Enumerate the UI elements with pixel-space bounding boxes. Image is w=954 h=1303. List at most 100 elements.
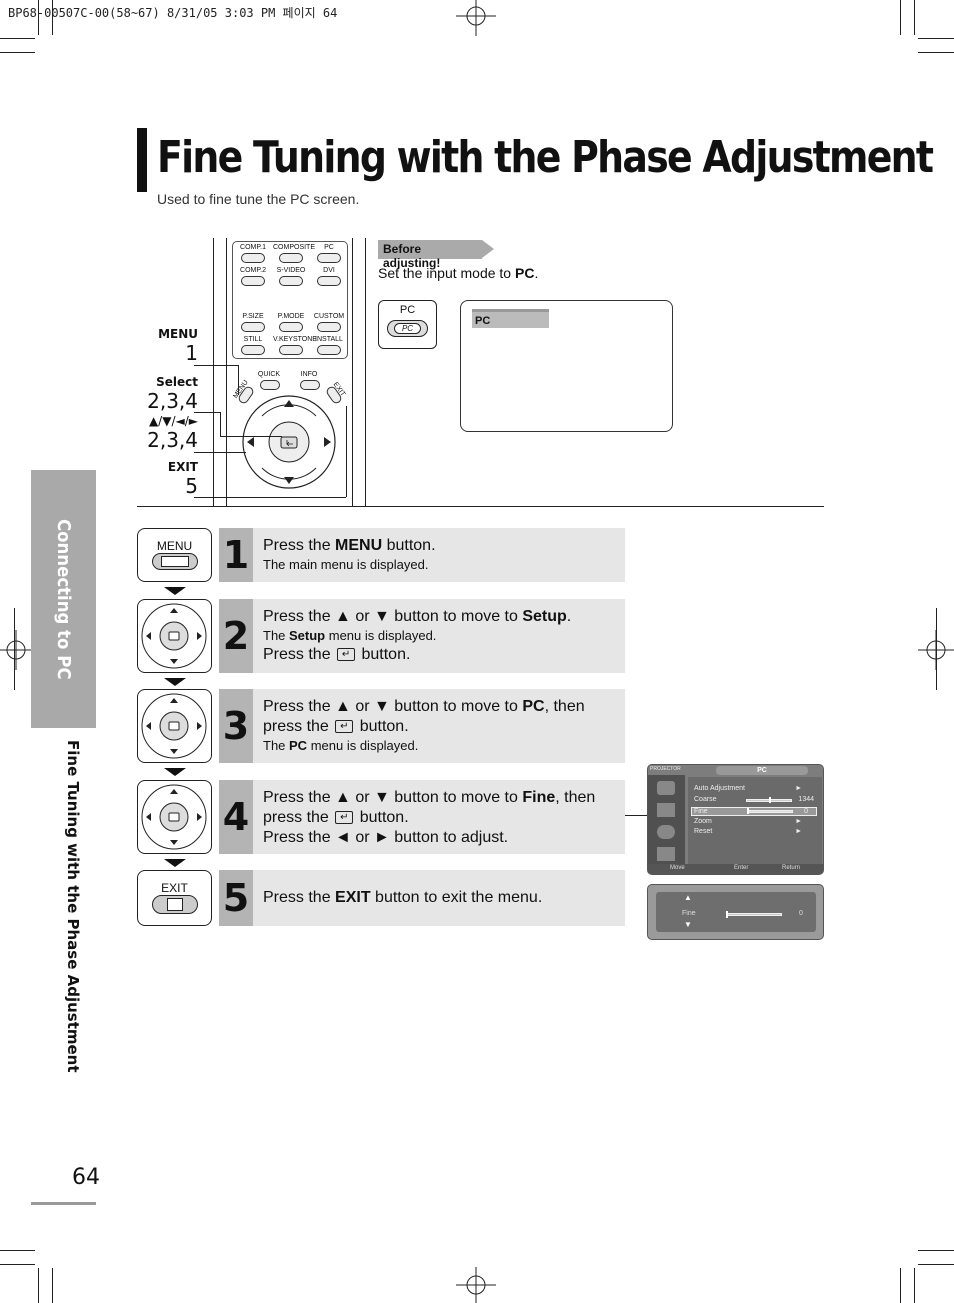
before-text-suffix: . bbox=[534, 265, 539, 281]
step4-enter-text: press the bbox=[263, 809, 334, 826]
step1-key-label: MENU bbox=[156, 539, 193, 553]
osd-footer: Move Enter Return bbox=[648, 864, 823, 874]
osd-slider-label: Fine bbox=[682, 910, 696, 917]
key-svideo-label: S-VIDEO bbox=[276, 267, 306, 274]
callout-exit-label: EXIT bbox=[167, 460, 198, 474]
step2-key-illustration bbox=[137, 599, 212, 673]
step1-note: The main menu is displayed. bbox=[263, 557, 429, 572]
remote-keypad: COMP.1 COMPOSITE PC COMP.2 S-VIDEO DVI P… bbox=[232, 241, 348, 359]
callout-arrows-steps: 2,3,4 bbox=[147, 428, 198, 452]
step3-enter-text: press the bbox=[263, 718, 334, 735]
crop-mark bbox=[900, 0, 901, 35]
leader-line bbox=[194, 452, 246, 453]
crop-mark bbox=[0, 38, 35, 39]
crop-mark bbox=[918, 52, 954, 53]
pc-key-illustration: PC PC bbox=[378, 300, 437, 349]
key-info-label: INFO bbox=[300, 371, 318, 378]
section-divider bbox=[137, 506, 824, 507]
leader-line bbox=[220, 436, 282, 437]
crop-mark bbox=[52, 1268, 53, 1303]
osd-item-reset: Reset► bbox=[694, 828, 810, 835]
key-custom bbox=[317, 322, 341, 332]
step2-enter-text: Press the bbox=[263, 646, 336, 663]
callout-menu-label: MENU bbox=[158, 327, 198, 341]
osd-item-label: Zoom bbox=[694, 818, 712, 825]
step4-text: Press the ▲ or ▼ button to move to bbox=[263, 789, 523, 806]
crop-mark bbox=[918, 1264, 954, 1265]
crop-mark bbox=[14, 608, 15, 690]
step2-bold: Setup bbox=[522, 608, 567, 625]
step4-number: 4 bbox=[219, 780, 253, 854]
pc-key-label: PC bbox=[399, 304, 416, 316]
setup-icon bbox=[657, 825, 675, 839]
step4-key-illustration bbox=[137, 780, 212, 854]
osd-item-label: Auto Adjustment bbox=[694, 785, 745, 792]
osd-item-auto: Auto Adjustment► bbox=[694, 785, 810, 792]
step5-number: 5 bbox=[219, 870, 253, 926]
osd-item-zoom: Zoom ► bbox=[694, 818, 810, 825]
pc-key-sub: PC bbox=[394, 323, 421, 334]
side-tab-subsection: Fine Tuning with the Phase Adjustment bbox=[64, 740, 82, 1073]
step2-text: Press the ▲ or ▼ button to move to bbox=[263, 608, 523, 625]
step5-text-end: button to exit the menu. bbox=[370, 889, 543, 906]
projector-icon bbox=[657, 781, 675, 795]
registration-mark bbox=[456, 1267, 496, 1303]
key-quick-label: QUICK bbox=[257, 371, 281, 378]
page-number-rule bbox=[31, 1202, 96, 1205]
step4-body: Press the ▲ or ▼ button to move to Fine,… bbox=[253, 780, 625, 854]
tag-arrow-icon bbox=[482, 240, 494, 258]
key-dvi-label: DVI bbox=[323, 267, 335, 274]
crop-mark bbox=[38, 0, 39, 35]
step3-key-illustration bbox=[137, 689, 212, 763]
osd-slider-thumb bbox=[726, 911, 728, 918]
key-install bbox=[317, 345, 341, 355]
enter-icon: ↵ bbox=[335, 720, 354, 734]
step3-note-end: menu is displayed. bbox=[307, 738, 419, 753]
osd-item-value: 1344 bbox=[798, 796, 814, 803]
remote-outline bbox=[213, 238, 366, 506]
step3-note-bold: PC bbox=[289, 738, 308, 753]
step4-bold: Fine bbox=[522, 789, 556, 806]
osd-item-value: ► bbox=[795, 818, 802, 825]
key-vkeystone-label: V.KEYSTONE bbox=[273, 336, 317, 343]
step3-enter-text-end: button. bbox=[355, 718, 409, 735]
step2-enter-text-end: button. bbox=[357, 646, 411, 663]
osd-slider-panel: ▲ Fine ▼ 0 bbox=[656, 892, 816, 932]
crop-mark bbox=[918, 38, 954, 39]
step1-body: Press the MENU button. The main menu is … bbox=[253, 528, 625, 582]
before-text-prefix: Set the input mode to bbox=[378, 265, 515, 281]
callout-exit-steps: 5 bbox=[185, 474, 198, 498]
crop-mark bbox=[38, 1268, 39, 1303]
osd-brand: PROJECTOR bbox=[650, 766, 681, 772]
step2-note-end: menu is displayed. bbox=[325, 628, 437, 643]
dpad-icon bbox=[141, 693, 207, 759]
key-pmode bbox=[279, 322, 303, 332]
step4-adjust-text: Press the ◄ or ► button to adjust. bbox=[263, 829, 509, 846]
registration-mark bbox=[0, 630, 36, 670]
step5-key-label: EXIT bbox=[161, 881, 188, 895]
leader-line bbox=[194, 412, 220, 413]
key-composite-label: COMPOSITE bbox=[273, 244, 316, 251]
step1-key-illustration: MENU bbox=[137, 528, 212, 582]
screen-preview bbox=[460, 300, 673, 432]
crop-mark bbox=[914, 0, 915, 35]
screen-source-tab: PC bbox=[472, 309, 549, 328]
osd-item-label: Fine bbox=[694, 808, 708, 815]
step1-text-end: button. bbox=[382, 537, 436, 554]
key-pmode-label: P.MODE bbox=[277, 313, 305, 320]
print-header: BP68-00507C-00(58~67) 8/31/05 3:03 PM 페이… bbox=[8, 6, 338, 20]
before-adjusting-tag: Before adjusting! bbox=[378, 240, 482, 270]
step1-bold: MENU bbox=[335, 537, 383, 554]
osd-slider-track bbox=[726, 913, 782, 916]
registration-mark bbox=[918, 630, 954, 670]
registration-mark bbox=[456, 0, 496, 36]
key-comp1 bbox=[241, 253, 265, 263]
crop-mark bbox=[918, 1250, 954, 1251]
leader-line bbox=[625, 815, 647, 816]
leader-line bbox=[346, 406, 347, 497]
up-arrow-icon: ▲ bbox=[684, 893, 692, 902]
page-subtitle: Used to fine tune the PC screen. bbox=[157, 191, 360, 207]
title-accent-bar bbox=[137, 128, 147, 192]
